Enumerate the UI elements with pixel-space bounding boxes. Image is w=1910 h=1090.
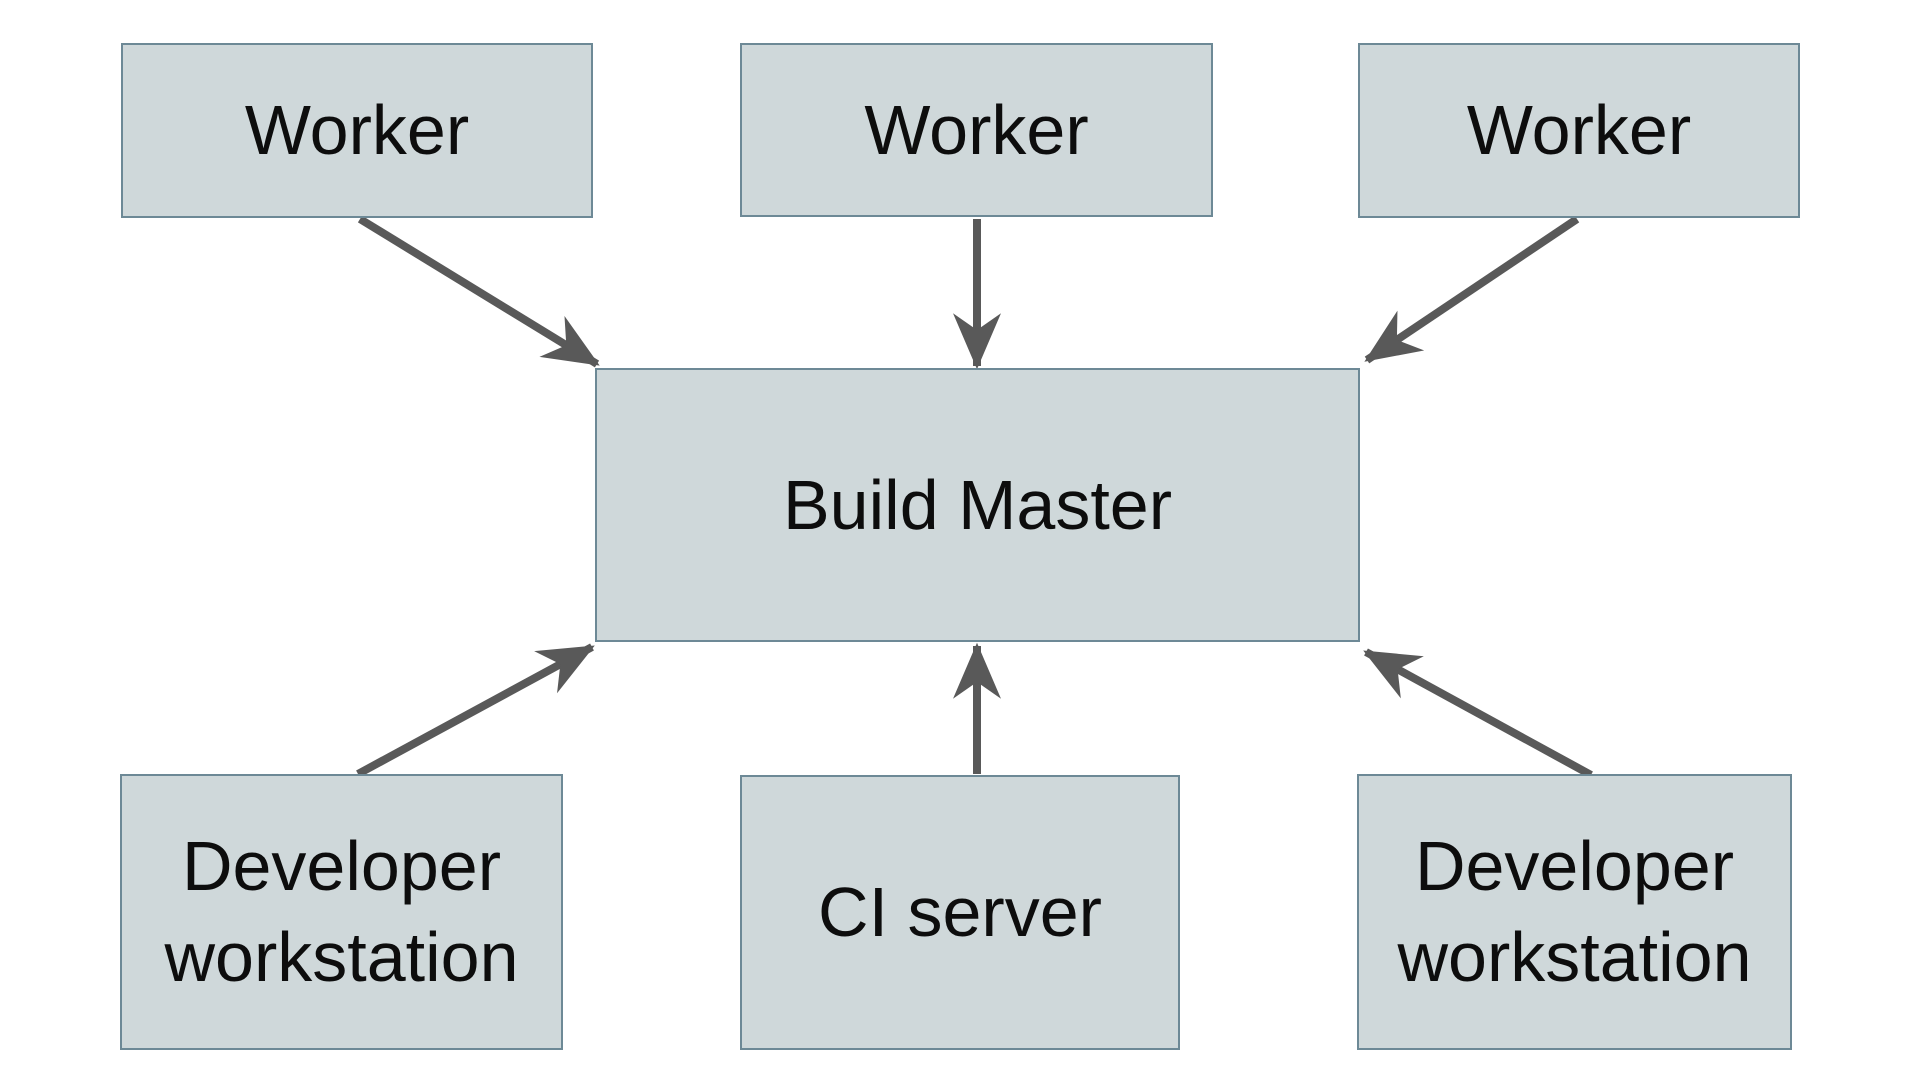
arrow-developer-workstation-right-to-build-master [1363,648,1593,779]
arrow-developer-workstation-left-to-build-master [356,643,595,778]
node-developer-workstation-right-label: Developer workstation [1397,827,1752,996]
node-developer-workstation-right: Developer workstation [1357,774,1792,1050]
node-worker-3-label: Worker [1466,91,1692,169]
node-build-master: Build Master [595,368,1360,642]
node-build-master-label: Build Master [782,465,1173,544]
node-ci-server: CI server [740,775,1180,1050]
node-worker-1-label: Worker [244,91,470,169]
node-developer-workstation-left-label: Developer workstation [164,827,519,996]
arrow-worker-1-to-build-master [357,215,600,368]
node-worker-2-label: Worker [864,90,1089,169]
arrow-worker-3-to-build-master [1364,215,1580,364]
node-worker-3: Worker [1358,43,1800,218]
node-ci-server-label: CI server [818,873,1102,951]
node-developer-workstation-left: Developer workstation [120,774,563,1050]
node-worker-1: Worker [121,43,593,218]
node-worker-2: Worker [740,43,1213,217]
